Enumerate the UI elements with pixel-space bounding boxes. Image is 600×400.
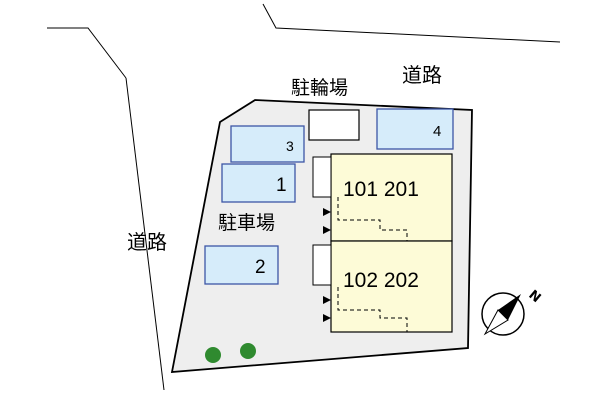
parking-space-3 [230,125,305,163]
parking-space-1 [221,163,296,203]
walkway-upper [337,197,408,241]
parking-space-2-label: 2 [255,257,266,278]
entrance-triangle-icon [323,226,331,234]
entrance-triangle-icon [323,296,331,304]
compass-letter: N [525,288,543,306]
unit-label-upper: 101 201 [343,178,419,201]
bicycle-parking-area [308,109,360,141]
road-edge-left-lower [125,77,165,391]
parking-space-3-label: 3 [286,138,294,154]
road-label-top: 道路 [402,63,442,87]
unit-block-lower [330,240,453,333]
parking-space-4 [376,108,454,150]
parking-space-2 [204,245,279,285]
tree-icon [205,347,221,363]
parking-space-1-label: 1 [276,175,287,196]
parking-space-4-label: 4 [433,123,441,140]
road-edge-left-upper [47,27,127,79]
tree-icon [240,343,256,359]
utility-box-upper [312,156,332,198]
bicycle-parking-label: 駐輪場 [291,77,348,99]
unit-label-lower: 102 202 [343,269,419,292]
road-edge-top-right [262,3,561,43]
entrance-triangle-icon [323,208,331,216]
unit-block-upper [330,153,453,242]
car-parking-label: 駐車場 [218,212,275,234]
utility-box-lower [312,244,332,286]
north-arrow-icon [481,292,525,336]
entrance-triangle-icon [323,314,331,322]
road-label-left: 道路 [127,230,167,254]
